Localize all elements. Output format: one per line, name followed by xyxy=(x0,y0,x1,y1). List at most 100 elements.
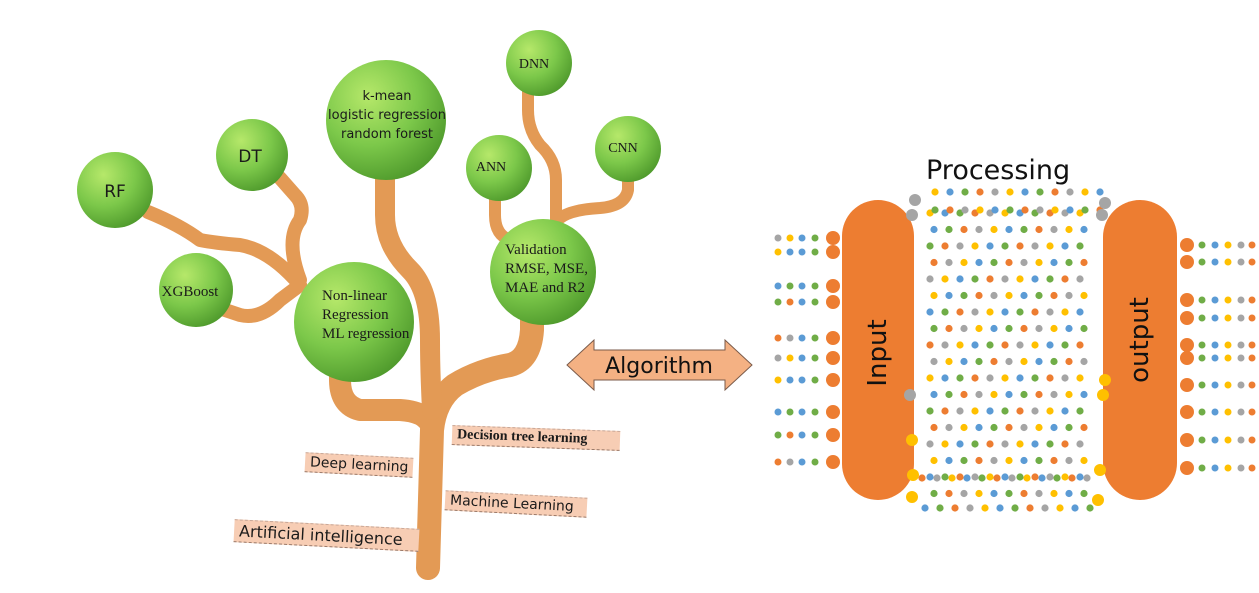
processing-dot xyxy=(975,258,983,267)
algorithm-arrow: Algorithm xyxy=(566,338,753,392)
output-dot xyxy=(1237,296,1245,304)
processing-dot xyxy=(1020,390,1028,399)
processing-dot xyxy=(930,258,938,267)
input-dot xyxy=(774,234,782,242)
output-dot xyxy=(1211,314,1219,322)
processing-dot xyxy=(921,504,929,512)
input-dot xyxy=(798,334,806,342)
processing-dot xyxy=(1061,374,1069,382)
processing-dot xyxy=(1035,489,1043,498)
output-dot xyxy=(1237,381,1245,389)
output-dot xyxy=(1211,464,1219,472)
processing-dot xyxy=(971,407,979,415)
processing-dot xyxy=(1046,242,1054,250)
processing-dot xyxy=(971,341,979,349)
output-dot xyxy=(1237,464,1245,472)
processing-dot xyxy=(1068,474,1076,482)
processing-dot xyxy=(1061,473,1069,481)
processing-dot xyxy=(926,242,934,250)
processing-dot xyxy=(1065,324,1073,333)
output-dot xyxy=(1248,241,1256,249)
processing-dot xyxy=(975,489,983,498)
processing-dot xyxy=(1066,206,1074,214)
processing-dot xyxy=(986,407,994,415)
processing-dot xyxy=(1050,456,1058,465)
branches xyxy=(141,84,634,580)
input-dot xyxy=(798,408,806,416)
processing-dot xyxy=(945,357,953,366)
processing-dot xyxy=(1080,291,1088,300)
processing-dot xyxy=(930,357,938,366)
output-dot xyxy=(1198,381,1206,389)
output-node xyxy=(1180,405,1194,419)
processing-dot xyxy=(1020,489,1028,498)
output-dot xyxy=(1211,408,1219,416)
output-dot xyxy=(1224,381,1232,389)
processing-dot xyxy=(1046,275,1054,283)
processing-dot xyxy=(1046,473,1054,481)
processing-dot xyxy=(1080,258,1088,267)
double-arrow-icon xyxy=(566,338,753,392)
input-dot xyxy=(798,431,806,439)
processing-dot xyxy=(930,291,938,300)
leaf-nonlinear: Non-linear Regression ML regression xyxy=(294,262,414,382)
processing-dot xyxy=(1001,374,1009,382)
processing-dot xyxy=(963,474,971,482)
input-dot xyxy=(798,282,806,290)
output-dot xyxy=(1224,354,1232,362)
processing-dot xyxy=(1076,407,1084,415)
input-dot xyxy=(774,334,782,342)
output-dot xyxy=(1211,341,1219,349)
processing-dot xyxy=(1080,423,1088,432)
processing-dot xyxy=(996,504,1004,512)
edge-node xyxy=(906,434,918,446)
processing-dot xyxy=(976,188,984,196)
input-node xyxy=(826,279,840,293)
processing-dot xyxy=(945,489,953,498)
processing-dot xyxy=(956,242,964,250)
processing-dot xyxy=(986,473,994,481)
processing-dot xyxy=(1031,440,1039,448)
processing-dot xyxy=(1005,390,1013,399)
output-dot xyxy=(1198,436,1206,444)
processing-dot xyxy=(1031,341,1039,349)
output-dot xyxy=(1224,296,1232,304)
processing-dot xyxy=(1005,225,1013,234)
input-node xyxy=(826,405,840,419)
output-node xyxy=(1180,433,1194,447)
processing-dot xyxy=(926,308,934,316)
processing-dot xyxy=(1050,390,1058,399)
processing-dot xyxy=(991,188,999,196)
leaf-nonlinear-line-1: Non-linear xyxy=(322,288,387,304)
input-node xyxy=(826,373,840,387)
processing-dot xyxy=(951,504,959,512)
processing-dot xyxy=(926,275,934,283)
processing-dot xyxy=(1046,308,1054,316)
processing-dot xyxy=(956,275,964,283)
processing-dot xyxy=(975,225,983,234)
processing-dot xyxy=(991,206,999,214)
processing-dot xyxy=(1061,242,1069,250)
processing-dot xyxy=(941,275,949,283)
input-dot xyxy=(811,334,819,342)
edge-node xyxy=(904,389,916,401)
output-dot xyxy=(1224,464,1232,472)
processing-dot xyxy=(960,324,968,333)
branch-rf xyxy=(141,205,307,292)
processing-dot xyxy=(1038,474,1046,482)
processing-dot xyxy=(1076,374,1084,382)
processing-dot xyxy=(1076,341,1084,349)
processing-dot xyxy=(961,206,969,214)
processing-dot xyxy=(1020,456,1028,465)
processing-dot xyxy=(1053,474,1061,482)
leaf-dt-text: DT xyxy=(238,147,262,167)
input-node xyxy=(826,245,840,259)
input-dot xyxy=(786,408,794,416)
processing-dot xyxy=(1080,456,1088,465)
processing-dot xyxy=(930,456,938,465)
output-dot xyxy=(1248,341,1256,349)
processing-dot xyxy=(941,407,949,415)
processing-dot xyxy=(1036,206,1044,214)
processing-dot xyxy=(956,407,964,415)
